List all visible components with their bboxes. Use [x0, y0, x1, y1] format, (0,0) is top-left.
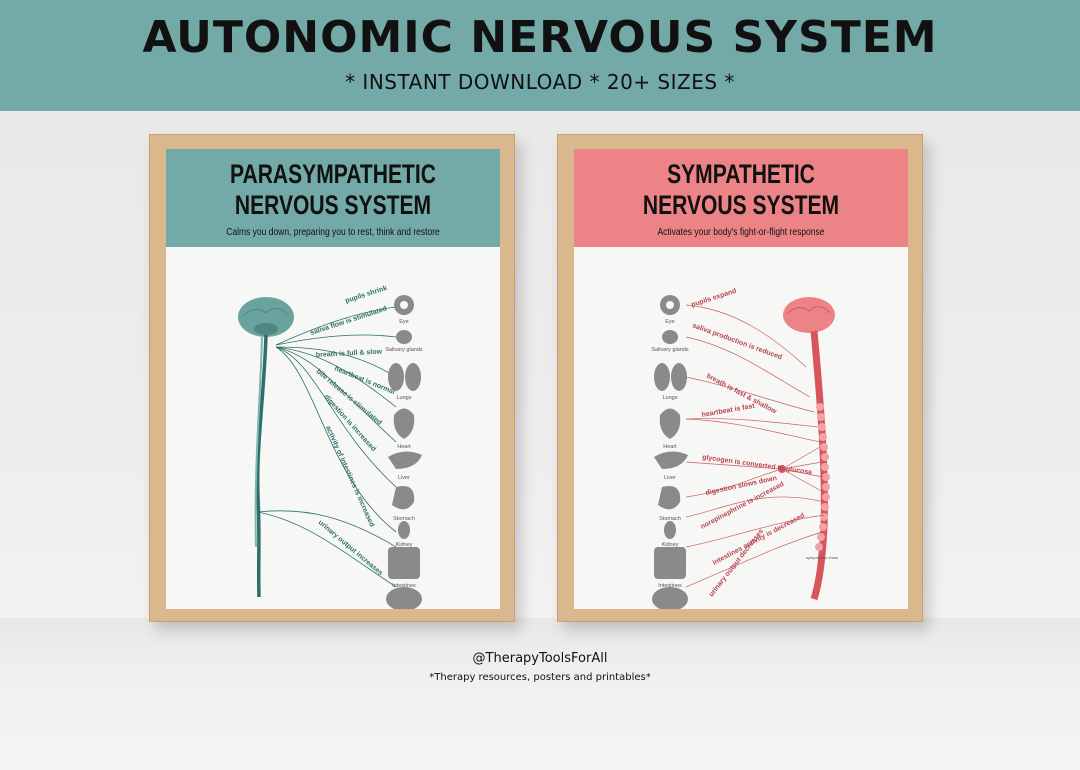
poster-title: SYMPATHETIC NERVOUS SYSTEM [611, 149, 872, 221]
organ-label: Liver [664, 475, 676, 481]
effect-label: urinary output increases [317, 519, 384, 577]
liver-icon [388, 451, 422, 469]
salivary-glands-icon [662, 330, 678, 344]
poster-tagline: Activates your body's fight-or-flight re… [657, 227, 825, 238]
organ-column [386, 295, 422, 609]
organ-column [652, 295, 688, 609]
organ-label: Stomach [393, 516, 415, 522]
stomach-icon [658, 486, 681, 510]
poster-title-line2: NERVOUS SYSTEM [234, 190, 432, 220]
effect-label: breath is full & slow [316, 349, 383, 359]
effect-label: saliva flow is stimulated [309, 305, 387, 336]
organ-label: Lungs [663, 395, 678, 401]
poster-tagline: Calms you down, preparing you to rest, t… [226, 227, 440, 238]
poster-title: PARASYMPATHETIC NERVOUS SYSTEM [203, 149, 464, 221]
poster-title-line2: NERVOUS SYSTEM [642, 190, 840, 220]
effect-label: pupils expand [690, 288, 737, 309]
organ-label: Lungs [397, 395, 412, 401]
effect-label: heartbeat is fast [701, 403, 756, 419]
organ-label: Intestines [392, 583, 416, 589]
kidney-icon [398, 521, 410, 539]
organ-label: Liver [398, 475, 410, 481]
lungs-icon [654, 363, 670, 391]
parasympathetic-diagram: pupils shrink saliva flow is stimulated … [238, 285, 423, 609]
sympathetic-chain [815, 403, 830, 551]
poster-title-line1: PARASYMPATHETIC [230, 159, 436, 189]
organ-label: Kidney [662, 542, 679, 548]
parasympathetic-poster: PARASYMPATHETIC NERVOUS SYSTEM Calms you… [166, 149, 500, 609]
organ-label: Eye [665, 319, 674, 325]
floor [0, 618, 1080, 770]
effect-label: pupils shrink [344, 285, 388, 305]
organ-label: Salivary glands [651, 347, 689, 353]
kidney-icon [664, 521, 676, 539]
sympathetic-poster-header: SYMPATHETIC NERVOUS SYSTEM Activates you… [574, 149, 908, 247]
header-banner: AUTONOMIC NERVOUS SYSTEM * INSTANT DOWNL… [0, 0, 1080, 111]
banner-subtitle: * INSTANT DOWNLOAD * 20+ SIZES * [345, 70, 735, 94]
heart-icon [659, 408, 681, 439]
stomach-icon [392, 486, 415, 510]
organ-label: Salivary glands [385, 347, 423, 353]
banner-title: AUTONOMIC NERVOUS SYSTEM [142, 12, 938, 63]
footer-tagline: *Therapy resources, posters and printabl… [429, 672, 651, 683]
spinal-cord [810, 330, 828, 601]
brain-icon [783, 297, 835, 333]
bladder-icon [652, 587, 688, 609]
organ-label: Heart [397, 444, 411, 450]
brain-icon [238, 297, 294, 337]
effect-label: glycogen is converted to glucose [702, 454, 813, 476]
organ-label: Kidney [396, 542, 413, 548]
sympathetic-diagram: Eye Salivary glands Lungs Heart Liver St… [651, 288, 838, 609]
bladder-icon [386, 587, 422, 609]
organ-label: Intestines [658, 583, 682, 589]
sympathetic-poster: SYMPATHETIC NERVOUS SYSTEM Activates you… [574, 149, 908, 609]
parasympathetic-poster-frame: PARASYMPATHETIC NERVOUS SYSTEM Calms you… [149, 134, 515, 622]
footer-handle: @TherapyToolsForAll [472, 651, 608, 666]
liver-icon [654, 451, 688, 469]
poster-title-line1: SYMPATHETIC [667, 159, 815, 189]
intestines-icon [388, 547, 420, 579]
organ-label: Eye [399, 319, 408, 325]
sympathetic-poster-frame: SYMPATHETIC NERVOUS SYSTEM Activates you… [557, 134, 923, 622]
heart-icon [393, 408, 415, 439]
lungs-icon [388, 363, 404, 391]
organ-label: Stomach [659, 516, 681, 522]
spinal-cord [255, 334, 268, 598]
chain-label: sympathetic chain [806, 555, 838, 560]
salivary-glands-icon [396, 330, 412, 344]
intestines-icon [654, 547, 686, 579]
organ-label: Heart [663, 444, 677, 450]
parasympathetic-poster-header: PARASYMPATHETIC NERVOUS SYSTEM Calms you… [166, 149, 500, 247]
